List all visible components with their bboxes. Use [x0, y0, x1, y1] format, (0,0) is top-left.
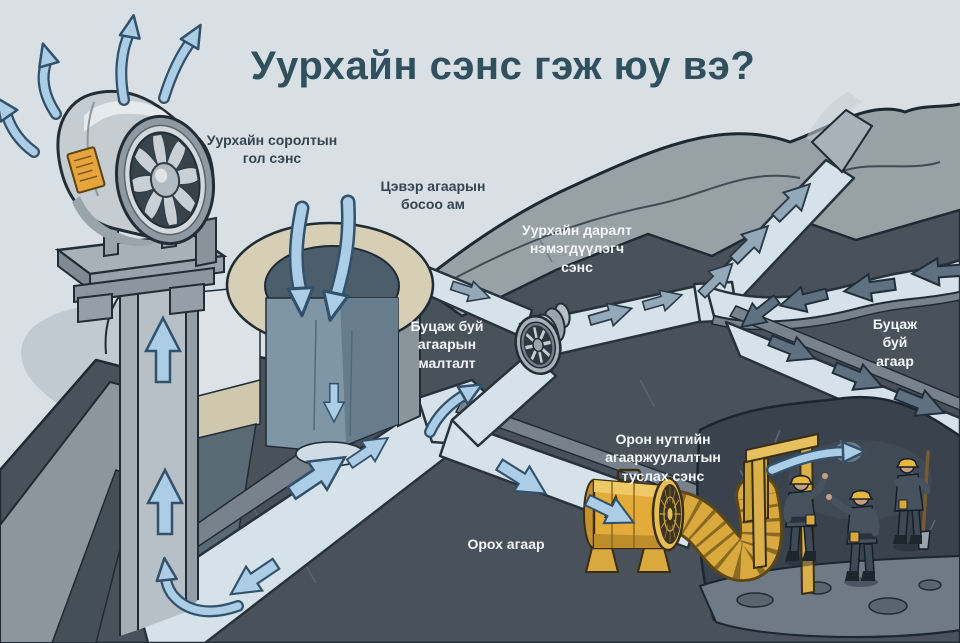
airflow-arrows-curved	[0, 13, 867, 618]
exhaust-air-arrows	[0, 13, 202, 158]
fresh-air-intake-arrows	[286, 194, 356, 322]
label-booster-fan: Уурхайн даралт нэмэгдүүлэгч сэнс	[522, 222, 632, 275]
miner-1	[783, 473, 828, 561]
label-aux-fan: Орон нутгийн агааржуулалтын туслах сэнс	[605, 431, 721, 484]
main-exhaust-fan-illustration	[54, 89, 228, 324]
miner-3	[893, 450, 931, 550]
miners-illustration	[783, 450, 931, 587]
booster-fan-illustration	[514, 302, 571, 375]
label-return-air: Буцаж буй агаар	[872, 316, 918, 369]
cavern	[696, 395, 960, 639]
miner-2	[826, 489, 880, 581]
exhaust-shaft	[104, 288, 199, 636]
page-title: Уурхайн сэнс гэж юу вэ?	[250, 44, 756, 88]
label-clean-air-shaft: Цэвэр агаарын босоо ам	[380, 178, 486, 213]
label-return-air-drift: Буцаж буй агаарын малталт	[410, 318, 484, 371]
label-intake-air: Орох агаар	[467, 536, 545, 552]
label-main-fan: Уурхайн соролтын гол сэнс	[206, 132, 338, 167]
